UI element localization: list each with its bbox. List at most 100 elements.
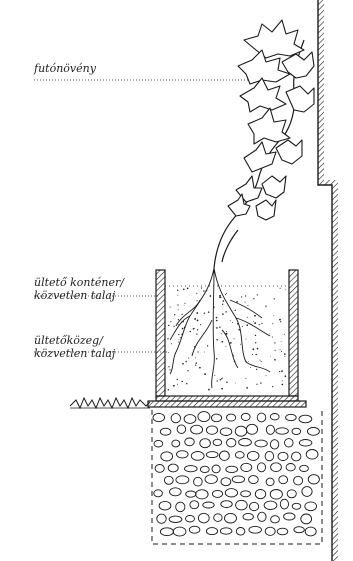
gravel-stone: [212, 490, 222, 497]
soil-dot: [232, 322, 233, 323]
soil-dot: [214, 375, 215, 376]
gravel-stone: [308, 475, 319, 484]
soil-dot: [259, 324, 260, 325]
gravel-stone: [276, 428, 289, 434]
soil-dot: [225, 346, 226, 347]
gravel-stone: [154, 440, 163, 447]
gravel-stone: [280, 499, 288, 509]
soil-dot: [279, 371, 280, 372]
soil-dot: [269, 333, 270, 334]
gravel-stone: [185, 466, 198, 472]
soil-dot: [225, 311, 226, 312]
soil-dot: [184, 326, 186, 328]
soil-dot: [284, 334, 285, 335]
soil-dot: [186, 383, 187, 384]
soil-dot: [245, 378, 246, 379]
soil-dot: [177, 379, 178, 380]
gravel-stone: [220, 528, 232, 534]
soil-dot: [284, 356, 285, 357]
soil-dot: [272, 323, 273, 324]
soil-dot: [274, 359, 276, 361]
soil-dot: [226, 331, 227, 332]
soil-dot: [257, 294, 258, 295]
soil-dot: [197, 320, 199, 322]
soil-dot: [234, 361, 236, 363]
soil-dot: [181, 314, 182, 315]
gravel-stone: [246, 424, 257, 434]
soil-dot: [219, 327, 220, 328]
soil-dot: [281, 370, 283, 372]
gravel-stone: [191, 452, 204, 461]
medium-label-line2: közvetlen talaj: [34, 347, 115, 360]
soil-dot: [235, 310, 236, 311]
soil-dot: [282, 380, 283, 381]
soil-dot: [273, 315, 274, 316]
gravel-drainage-layer: [153, 412, 319, 536]
soil-dot: [188, 358, 189, 359]
gravel-stone: [241, 413, 250, 420]
soil-dot: [217, 380, 218, 381]
soil-dot: [187, 287, 189, 289]
gravel-stone: [170, 488, 182, 496]
soil-dot: [284, 353, 286, 355]
gravel-stone: [284, 513, 295, 520]
gravel-stone: [266, 478, 274, 486]
gravel-stone: [250, 502, 259, 510]
gravel-stone: [214, 514, 222, 522]
gravel-stone: [299, 440, 312, 447]
gravel-stone: [220, 451, 230, 460]
soil-dot: [236, 301, 238, 303]
soil-dot: [241, 296, 242, 297]
gravel-stone: [305, 502, 317, 511]
soil-dot: [216, 317, 218, 319]
soil-dot: [253, 348, 255, 350]
soil-dot: [169, 369, 170, 370]
gravel-stone: [236, 500, 248, 510]
soil-dot: [265, 306, 266, 307]
soil-dot: [173, 326, 174, 327]
gravel-stone: [292, 503, 301, 509]
gravel-stone: [198, 513, 209, 523]
gravel-stone: [155, 465, 164, 473]
soil-dot: [233, 355, 234, 356]
gravel-stone: [306, 450, 318, 460]
soil-dot: [168, 389, 169, 390]
gravel-stone: [271, 516, 280, 523]
soil-dot: [213, 306, 214, 307]
soil-dot: [196, 293, 197, 294]
soil-dot: [272, 336, 273, 337]
gravel-stone: [203, 502, 214, 508]
gravel-stone: [206, 452, 218, 458]
gravel-stone: [206, 528, 217, 535]
soil-dot: [196, 300, 197, 301]
gravel-stone: [221, 478, 231, 486]
soil-dot: [182, 363, 184, 365]
gravel-stone: [164, 476, 173, 484]
gravel-stone: [285, 439, 294, 447]
soil-dot: [195, 364, 196, 365]
soil-dot: [280, 321, 281, 322]
soil-dot: [270, 356, 271, 357]
gravel-stone: [255, 440, 267, 447]
label-leader-lines: [34, 80, 248, 352]
soil-dot: [196, 312, 198, 314]
gravel-stone: [221, 501, 232, 508]
soil-dot: [260, 360, 261, 361]
soil-dot: [248, 361, 249, 362]
soil-dot: [184, 303, 185, 304]
gravel-stone: [177, 451, 189, 458]
soil-dot: [230, 320, 231, 321]
soil-dot: [207, 345, 208, 346]
soil-dot: [225, 294, 226, 295]
gravel-stone: [249, 476, 259, 484]
soil-dot: [246, 361, 247, 362]
gravel-stone: [227, 414, 236, 421]
container-label-line1: ültető konténer/: [34, 276, 124, 289]
gravel-stone: [294, 527, 304, 533]
gravel-stone: [225, 513, 237, 523]
gravel-stone: [292, 428, 301, 434]
container-label: ültető konténer/ közvetlen talaj: [34, 276, 124, 302]
soil-dot: [197, 329, 198, 330]
soil-dot: [244, 302, 245, 303]
soil-dot: [261, 323, 262, 324]
